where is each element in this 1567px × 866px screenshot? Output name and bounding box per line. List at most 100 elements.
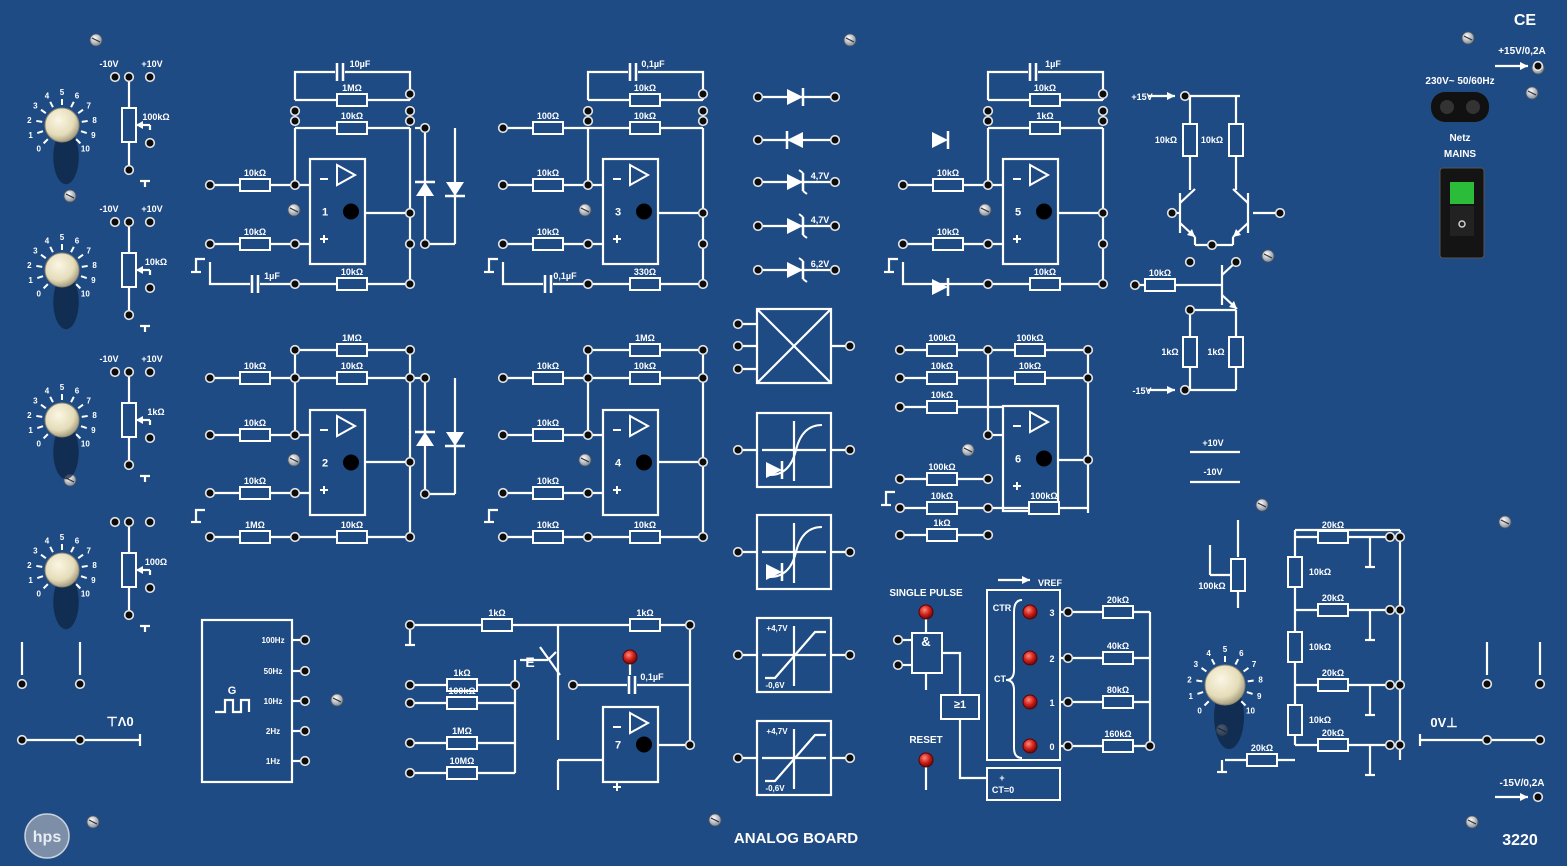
input-jack[interactable] <box>894 401 906 413</box>
noninv-jack[interactable] <box>582 487 594 499</box>
collector-jack[interactable] <box>1184 256 1196 268</box>
pot-top-jack[interactable] <box>123 71 135 83</box>
feedback-jack[interactable] <box>982 115 994 127</box>
bottom-jack[interactable] <box>582 531 594 543</box>
bottom-jack[interactable] <box>697 531 709 543</box>
bottom-jack[interactable] <box>404 531 416 543</box>
input-jack[interactable] <box>204 487 216 499</box>
pot-wiper-jack[interactable] <box>144 432 156 444</box>
output-jack[interactable] <box>404 207 416 219</box>
feedback-jack[interactable] <box>697 115 709 127</box>
noninv-jack[interactable] <box>982 502 994 514</box>
input-jack[interactable] <box>204 429 216 441</box>
transistor-base-jack[interactable] <box>1166 207 1178 219</box>
input-jack[interactable] <box>404 697 416 709</box>
bottom-jack[interactable] <box>404 278 416 290</box>
feedback-jack[interactable] <box>404 88 416 100</box>
input-jack[interactable] <box>497 531 509 543</box>
function-input-jack[interactable] <box>732 340 744 352</box>
diode-jack[interactable] <box>419 122 431 134</box>
function-output-jack[interactable] <box>844 546 856 558</box>
diode-jack[interactable] <box>752 264 764 276</box>
pos-supply-output-jack[interactable] <box>1532 60 1544 72</box>
pot-wiper-jack[interactable] <box>144 137 156 149</box>
feedback-jack[interactable] <box>289 372 301 384</box>
feedback-jack[interactable] <box>684 619 696 631</box>
input-jack[interactable] <box>894 529 906 541</box>
feedback-jack[interactable] <box>289 105 301 117</box>
summing-jack[interactable] <box>982 429 994 441</box>
mains-power-switch[interactable] <box>1439 167 1485 259</box>
function-input-jack[interactable] <box>732 546 744 558</box>
diode-jack[interactable] <box>752 91 764 103</box>
feedback-jack[interactable] <box>404 115 416 127</box>
diode-jack[interactable] <box>829 134 841 146</box>
input-jack[interactable] <box>894 344 906 356</box>
diode-jack[interactable] <box>419 488 431 500</box>
input-jack[interactable] <box>204 531 216 543</box>
function-input-jack[interactable] <box>732 752 744 764</box>
ground-jack[interactable] <box>1481 734 1493 746</box>
function-output-jack[interactable] <box>844 340 856 352</box>
bottom-jack[interactable] <box>289 278 301 290</box>
feedback-jack[interactable] <box>582 372 594 384</box>
diode-jack[interactable] <box>419 372 431 384</box>
feedback-jack[interactable] <box>289 115 301 127</box>
neg-supply-jack[interactable] <box>109 516 121 528</box>
frequency-output-jack[interactable] <box>299 755 311 767</box>
output-jack[interactable] <box>1097 238 1109 250</box>
range-knob-4[interactable] <box>44 552 80 630</box>
feedback-jack[interactable] <box>582 105 594 117</box>
ground-jack[interactable] <box>74 678 86 690</box>
frequency-output-jack[interactable] <box>299 695 311 707</box>
output-jack[interactable] <box>697 456 709 468</box>
ground-jack[interactable] <box>1534 734 1546 746</box>
diode-jack[interactable] <box>752 134 764 146</box>
bottom-jack[interactable] <box>697 278 709 290</box>
summing-jack[interactable] <box>582 429 594 441</box>
feedback-jack[interactable] <box>582 115 594 127</box>
neg-supply-jack[interactable] <box>109 366 121 378</box>
input-jack[interactable] <box>497 238 509 250</box>
counter-input-jack[interactable] <box>892 659 904 671</box>
input-jack[interactable] <box>897 238 909 250</box>
feedback-jack[interactable] <box>697 105 709 117</box>
frequency-output-jack[interactable] <box>299 665 311 677</box>
pot-bottom-jack[interactable] <box>123 459 135 471</box>
mains-socket[interactable] <box>1431 92 1489 122</box>
ground-jack[interactable] <box>74 734 86 746</box>
feedback-jack[interactable] <box>697 372 709 384</box>
function-output-jack[interactable] <box>844 649 856 661</box>
ground-jack[interactable] <box>1481 678 1493 690</box>
feedback-jack[interactable] <box>1082 372 1094 384</box>
ladder-jack[interactable] <box>1384 679 1396 691</box>
ladder-jack[interactable] <box>1384 739 1396 751</box>
noninv-jack[interactable] <box>982 238 994 250</box>
input-jack[interactable] <box>204 372 216 384</box>
input-jack[interactable] <box>1129 279 1141 291</box>
pot-top-jack[interactable] <box>123 366 135 378</box>
bit-output-jack[interactable] <box>1062 696 1074 708</box>
feedback-jack[interactable] <box>404 372 416 384</box>
bit-output-jack[interactable] <box>1062 606 1074 618</box>
input-jack[interactable] <box>894 502 906 514</box>
summing-node-jack[interactable] <box>509 679 521 691</box>
ladder-knob[interactable] <box>1204 664 1246 749</box>
cap-jack[interactable] <box>567 679 579 691</box>
node-jack[interactable] <box>1184 304 1196 316</box>
diode-jack[interactable] <box>829 176 841 188</box>
feedback-jack[interactable] <box>582 344 594 356</box>
ladder-jack[interactable] <box>1394 604 1406 616</box>
input-jack[interactable] <box>404 619 416 631</box>
bottom-jack[interactable] <box>982 278 994 290</box>
frequency-output-jack[interactable] <box>299 634 311 646</box>
pot-bottom-jack[interactable] <box>123 309 135 321</box>
ladder-jack[interactable] <box>1394 739 1406 751</box>
emitter-jack[interactable] <box>1206 239 1218 251</box>
function-input-jack[interactable] <box>732 444 744 456</box>
ground-jack[interactable] <box>1534 678 1546 690</box>
feedback-jack[interactable] <box>1097 105 1109 117</box>
diode-jack[interactable] <box>829 91 841 103</box>
function-input-jack[interactable] <box>732 649 744 661</box>
feedback-jack[interactable] <box>289 344 301 356</box>
